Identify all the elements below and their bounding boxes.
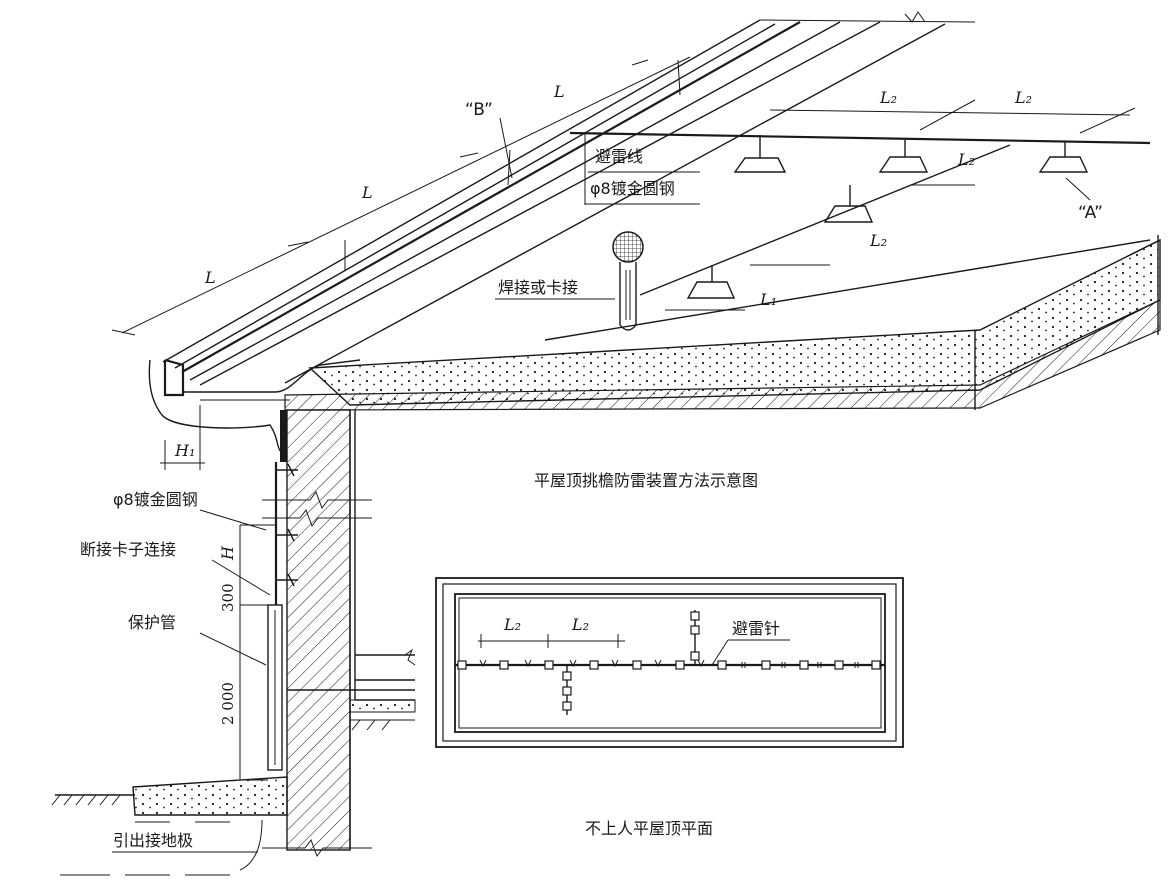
plan-dimensions xyxy=(478,634,625,648)
dim-l1: L₁ xyxy=(759,290,777,309)
dim-300: 300 xyxy=(219,583,237,612)
dim-l2-1: L₂ xyxy=(879,88,897,107)
label-weld-or-clamp: 焊接或卡接 xyxy=(498,278,578,297)
label-protection-pipe: 保护管 xyxy=(128,613,176,632)
support-blocks xyxy=(686,135,1091,299)
dim-l2-2: L₂ xyxy=(1014,88,1032,107)
plan-dim-l2-2: L₂ xyxy=(571,615,589,634)
ground-footing xyxy=(51,719,415,876)
dim-h1: H₁ xyxy=(174,441,195,460)
label-round-steel-side: φ8镀金圆钢 xyxy=(113,490,198,509)
dim-l-2: L xyxy=(361,183,373,202)
label-round-steel-top: φ8镀金圆钢 xyxy=(590,179,675,198)
label-ground-lead: 引出接地极 xyxy=(113,831,193,850)
label-lightning-rod: 避雷针 xyxy=(732,619,780,638)
slope-dimension-line xyxy=(111,56,691,336)
roof-plan xyxy=(435,577,904,748)
label-lightning-wire: 避雷线 xyxy=(595,147,643,166)
plan-dim-l2-1: L₂ xyxy=(503,615,521,634)
weld-detail xyxy=(495,231,644,331)
dim-l2-3: L₂ xyxy=(957,150,975,169)
dim-l2-4: L₂ xyxy=(869,231,887,250)
wall-section xyxy=(262,409,416,858)
plan-title: 不上人平屋顶平面 xyxy=(585,819,713,838)
label-disconnect-clamp: 断接卡子连接 xyxy=(80,540,176,559)
dim-l-1: L xyxy=(204,268,216,287)
plan-branches xyxy=(562,610,700,715)
diagram-title: 平屋顶挑檐防雷装置方法示意图 xyxy=(534,471,758,490)
dim-2000: 2 000 xyxy=(219,682,237,725)
plan-supports xyxy=(457,659,881,670)
mark-a: “A” xyxy=(1078,203,1103,223)
down-conductor xyxy=(240,462,298,781)
roof-slab xyxy=(200,235,1161,411)
dim-l-3: L xyxy=(553,82,565,101)
dim-h: H xyxy=(218,545,237,561)
mark-b: “B” xyxy=(465,100,493,120)
roof-lightning-wire xyxy=(569,99,1151,311)
